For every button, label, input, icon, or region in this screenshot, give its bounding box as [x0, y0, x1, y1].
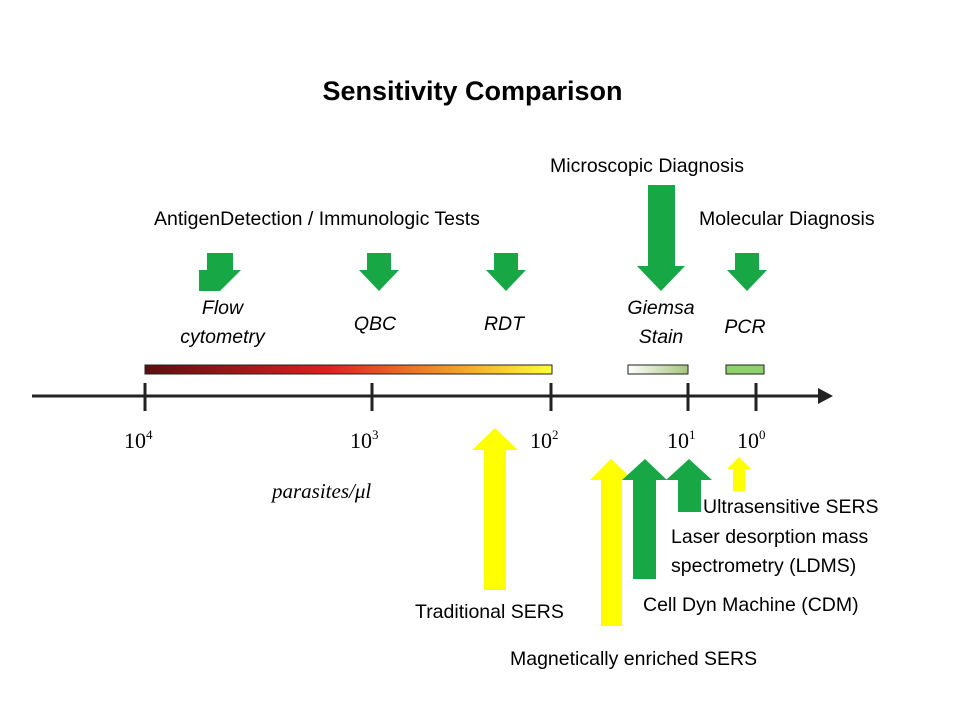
pcr-range-bar: [725, 364, 765, 375]
tick-label: 102: [530, 428, 559, 454]
technique-traditional-sers-label: Traditional SERS: [415, 601, 564, 623]
sensitivity-axis: [32, 383, 833, 411]
giemsa-range-bar: [627, 364, 689, 375]
method-flow-cytometry-label: Flow cytometry: [160, 294, 285, 352]
method-pcr-label: PCR: [724, 316, 766, 338]
method-rdt-label: RDT: [483, 313, 525, 335]
diagram-title: Sensitivity Comparison: [322, 76, 623, 106]
magnetic-sers-up-arrow-icon: [590, 459, 633, 626]
tick-exponent: 0: [759, 427, 766, 442]
technique-label-line: spectrometry (LDMS): [671, 555, 857, 577]
ldms-up-arrow-icon: [666, 459, 712, 512]
rdt-down-arrow-icon: [486, 253, 526, 291]
axis-arrowhead-icon: [818, 388, 833, 404]
tick-base: 10: [667, 428, 689, 453]
tick-exponent: 2: [552, 427, 559, 442]
category-antigen-label: AntigenDetection / Immunologic Tests: [154, 208, 480, 230]
method-giemsa-label: Giemsa Stain: [612, 294, 710, 352]
tick-base: 10: [350, 428, 372, 453]
tick-label: 103: [350, 428, 379, 454]
axis-unit-label: parasites/μl: [272, 479, 372, 503]
antigen-range-bar: [144, 364, 553, 375]
technique-label-line: Laser desorption mass: [671, 526, 869, 548]
tick-label: 100: [737, 428, 766, 454]
method-label-line: Stain: [638, 326, 684, 348]
tick-label: 101: [667, 428, 696, 454]
tick-exponent: 3: [372, 427, 379, 442]
method-label-line: cytometry: [180, 326, 265, 348]
tick-base: 10: [124, 428, 146, 453]
flow-cytometry-down-arrow-icon: [199, 253, 241, 291]
tick-exponent: 1: [689, 427, 696, 442]
cdm-up-arrow-icon: [622, 459, 667, 579]
technique-cdm-label: Cell Dyn Machine (CDM): [643, 594, 859, 616]
method-label-line: Giemsa: [627, 297, 695, 319]
pcr-down-arrow-icon: [727, 253, 767, 291]
microscopic-down-arrow-icon: [637, 185, 685, 291]
technique-ultrasensitive-sers-label: Ultrasensitive SERS: [703, 496, 879, 518]
category-microscopic-label: Microscopic Diagnosis: [550, 155, 744, 177]
method-label-line: Flow: [201, 297, 244, 319]
tick-base: 10: [530, 428, 552, 453]
qbc-down-arrow-icon: [359, 253, 399, 291]
method-qbc-label: QBC: [353, 313, 397, 335]
traditional-sers-up-arrow-icon: [472, 428, 518, 590]
ultrasensitive-sers-up-arrow-icon: [727, 457, 751, 491]
tick-base: 10: [737, 428, 759, 453]
tick-exponent: 4: [146, 427, 153, 442]
technique-magnetic-sers-label: Magnetically enriched SERS: [510, 648, 758, 670]
technique-ldms-label: Laser desorption mass spectrometry (LDMS…: [671, 523, 868, 581]
tick-label: 104: [124, 428, 153, 454]
category-molecular-label: Molecular Diagnosis: [699, 208, 875, 230]
